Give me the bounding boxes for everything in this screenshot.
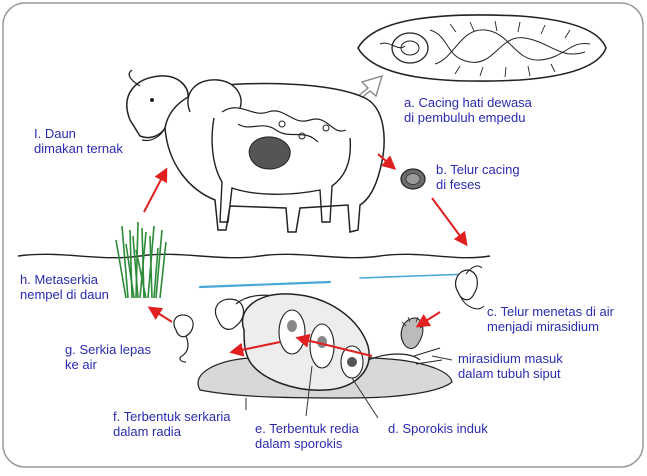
sheep-icon <box>126 69 385 233</box>
water-surface <box>17 253 491 259</box>
leader-lines <box>245 355 453 419</box>
label-b: b. Telur cacing di feses <box>436 162 520 192</box>
liver-fluke-icon <box>357 14 607 82</box>
label-g-line1: g. Serkia lepas <box>65 342 151 357</box>
arrow-egg-to-water <box>431 197 468 247</box>
label-c-line1: c. Telur menetas di air <box>487 304 614 319</box>
arrow-snail-to-cercaria <box>229 341 281 357</box>
label-e: e. Terbentuk redia dalam sporokis <box>255 421 359 451</box>
label-a-line2: di pembuluh empedu <box>404 110 526 125</box>
label-a: a. Cacing hati dewasa di pembuluh empedu <box>404 95 532 125</box>
label-i-line1: I. Daun <box>34 126 76 141</box>
label-g: g. Serkia lepas ke air <box>65 342 151 372</box>
arrow-water-to-snail <box>415 311 441 328</box>
label-snail-entry-line2: dalam tubuh siput <box>458 366 561 381</box>
label-e-line2: dalam sporokis <box>255 436 343 451</box>
label-c: c. Telur menetas di air menjadi mirasidi… <box>487 304 614 334</box>
label-snail-entry-line1: mirasidium masuk <box>458 351 563 366</box>
label-snail-entry: mirasidium masuk dalam tubuh siput <box>458 351 563 381</box>
arrow-fluke-to-egg <box>377 153 397 170</box>
label-d-line1: d. Sporokis induk <box>388 421 488 436</box>
water-ripple-2 <box>359 273 471 279</box>
label-c-line2: menjadi mirasidium <box>487 319 599 334</box>
label-f: f. Terbentuk serkaria dalam radia <box>113 409 231 439</box>
arrow-grass-to-sheep <box>143 167 168 213</box>
cycle-arrows <box>143 153 468 357</box>
label-h: h. Metaserkia nempel di daun <box>20 272 109 302</box>
arrow-cercaria-to-grass <box>147 306 173 323</box>
label-a-line1: a. Cacing hati dewasa <box>404 95 532 110</box>
water-ripple <box>198 280 332 289</box>
label-d: d. Sporokis induk <box>388 421 488 436</box>
label-h-line2: nempel di daun <box>20 287 109 302</box>
label-b-line2: di feses <box>436 177 481 192</box>
grass-icon <box>115 221 167 299</box>
label-e-line1: e. Terbentuk redia <box>255 421 359 436</box>
arrow-snail-internal <box>295 333 373 357</box>
label-b-line1: b. Telur cacing <box>436 162 520 177</box>
label-h-line1: h. Metaserkia <box>20 272 99 287</box>
cercaria-icon <box>173 314 194 363</box>
label-g-line2: ke air <box>65 357 97 372</box>
label-f-line1: f. Terbentuk serkaria <box>113 409 231 424</box>
label-i-line2: dimakan ternak <box>34 141 123 156</box>
egg-icon <box>400 168 426 190</box>
label-i: I. Daun dimakan ternak <box>34 126 123 156</box>
label-f-line2: dalam radia <box>113 424 181 439</box>
